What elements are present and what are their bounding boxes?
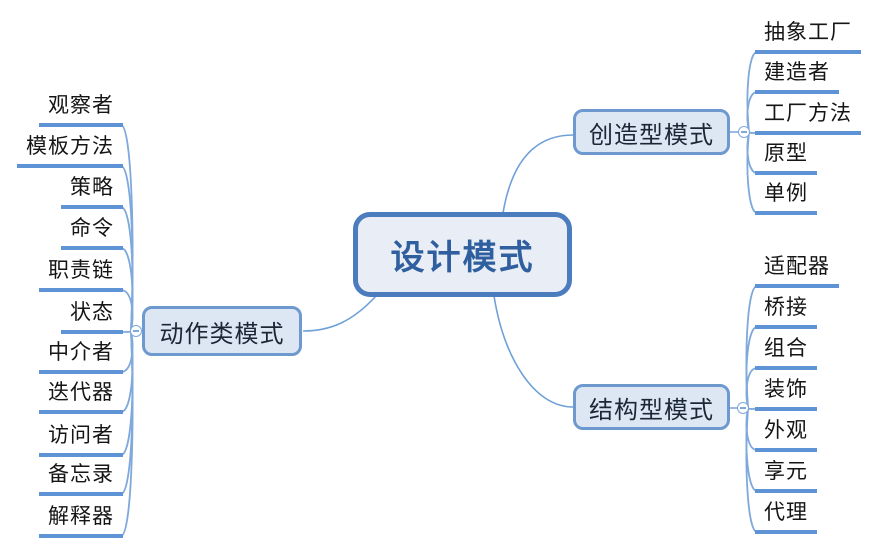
subtopic-connector xyxy=(745,407,758,533)
subtopic[interactable]: 状态 xyxy=(61,298,123,334)
branch-connector xyxy=(302,295,377,332)
subtopic[interactable]: 策略 xyxy=(61,173,123,209)
subtopic[interactable]: 单例 xyxy=(755,179,817,215)
branch-connector xyxy=(493,295,574,408)
central-topic-label: 设计模式 xyxy=(390,239,535,277)
subtopic[interactable]: 原型 xyxy=(755,139,817,175)
subtopic[interactable]: 备忘录 xyxy=(39,460,123,496)
subtopic-connector xyxy=(746,131,758,214)
collapse-toggle-structural[interactable] xyxy=(737,402,749,414)
subtopic[interactable]: 抽象工厂 xyxy=(755,18,861,54)
collapse-toggle-behavioral[interactable] xyxy=(130,325,142,337)
subtopic[interactable]: 职责链 xyxy=(39,256,123,292)
subtopic[interactable]: 观察者 xyxy=(39,91,123,127)
branch-topic-structural[interactable]: 结构型模式 xyxy=(573,384,730,430)
subtopic[interactable]: 组合 xyxy=(755,334,817,370)
subtopic[interactable]: 迭代器 xyxy=(39,378,123,414)
subtopic[interactable]: 桥接 xyxy=(755,293,817,329)
subtopic[interactable]: 享元 xyxy=(755,457,817,493)
central-topic[interactable]: 设计模式 xyxy=(353,212,572,297)
subtopic[interactable]: 建造者 xyxy=(755,58,839,94)
branch-topic-label: 动作类模式 xyxy=(159,320,285,348)
branch-topic-label: 创造型模式 xyxy=(589,121,714,149)
branch-topic-behavioral[interactable]: 动作类模式 xyxy=(142,306,302,356)
subtopic[interactable]: 模板方法 xyxy=(17,132,123,168)
branch-connector xyxy=(502,134,574,214)
branch-topic-label: 结构型模式 xyxy=(589,396,714,424)
subtopic[interactable]: 代理 xyxy=(755,498,817,534)
subtopic[interactable]: 访问者 xyxy=(39,421,123,457)
subtopic[interactable]: 适配器 xyxy=(755,252,839,288)
subtopic[interactable]: 中介者 xyxy=(39,338,123,374)
subtopic[interactable]: 命令 xyxy=(61,214,123,250)
subtopic-connector xyxy=(120,330,134,537)
subtopic[interactable]: 工厂方法 xyxy=(755,99,861,135)
subtopic[interactable]: 外观 xyxy=(755,416,817,452)
collapse-toggle-creational[interactable] xyxy=(738,126,750,138)
subtopic[interactable]: 装饰 xyxy=(755,375,817,411)
subtopic[interactable]: 解释器 xyxy=(39,502,123,538)
branch-topic-creational[interactable]: 创造型模式 xyxy=(573,109,730,155)
